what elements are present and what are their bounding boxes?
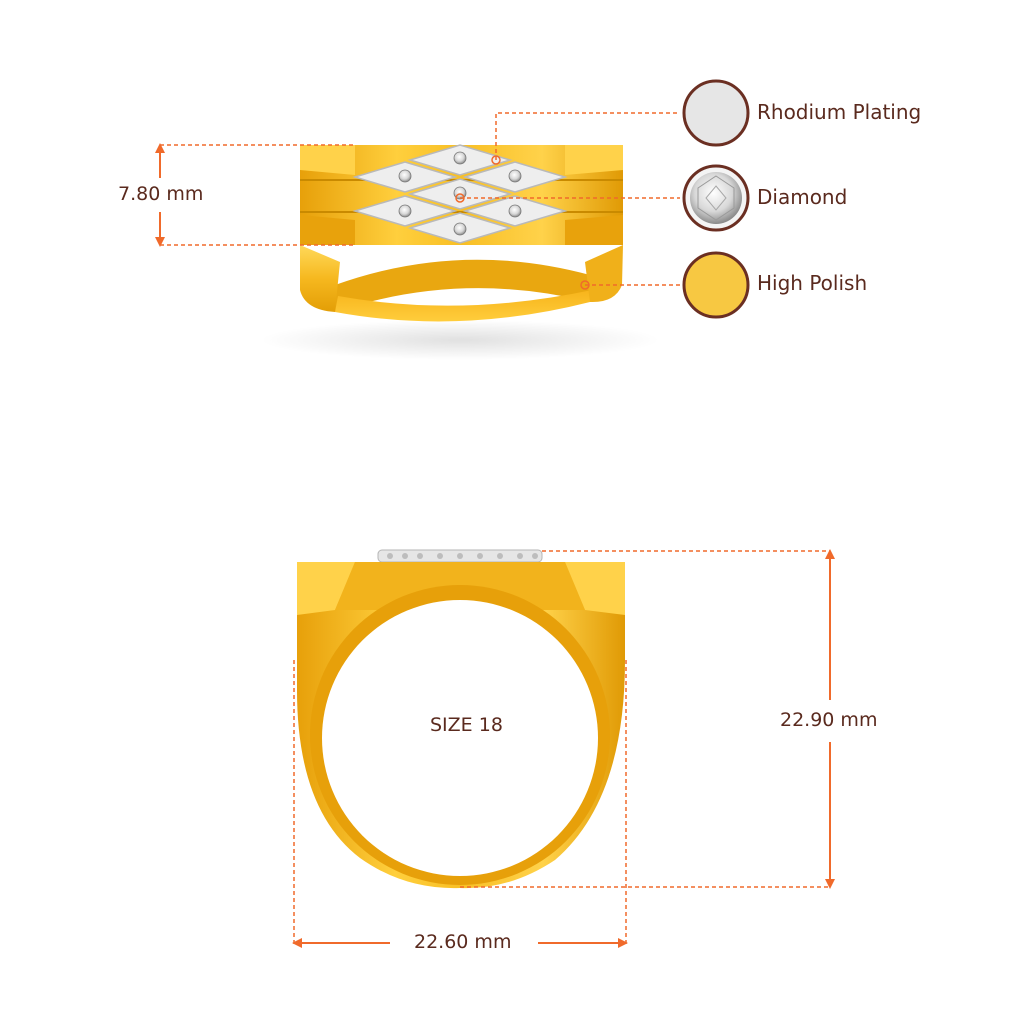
rhodium-swatch-icon [682,79,750,147]
dimension-height-top: 7.80 mm [118,183,204,205]
ring-top-view [260,144,660,360]
legend-label-diamond: Diamond [757,185,848,209]
dimension-arrowheads [155,143,835,948]
dimension-lines [159,112,831,945]
leader-dots [455,155,590,290]
dimension-height-side: 22.90 mm [780,709,878,731]
legend-label-high-polish: High Polish [757,271,868,295]
ring-side-view [297,549,625,889]
legend-swatches [682,79,750,319]
ring-size-label: SIZE 18 [430,714,503,736]
gold-swatch-icon [682,251,750,319]
diamond-stones [398,151,522,236]
legend-label-rhodium: Rhodium Plating [757,100,922,124]
dimension-width-side: 22.60 mm [414,931,512,953]
diamond-swatch-icon [682,164,750,232]
